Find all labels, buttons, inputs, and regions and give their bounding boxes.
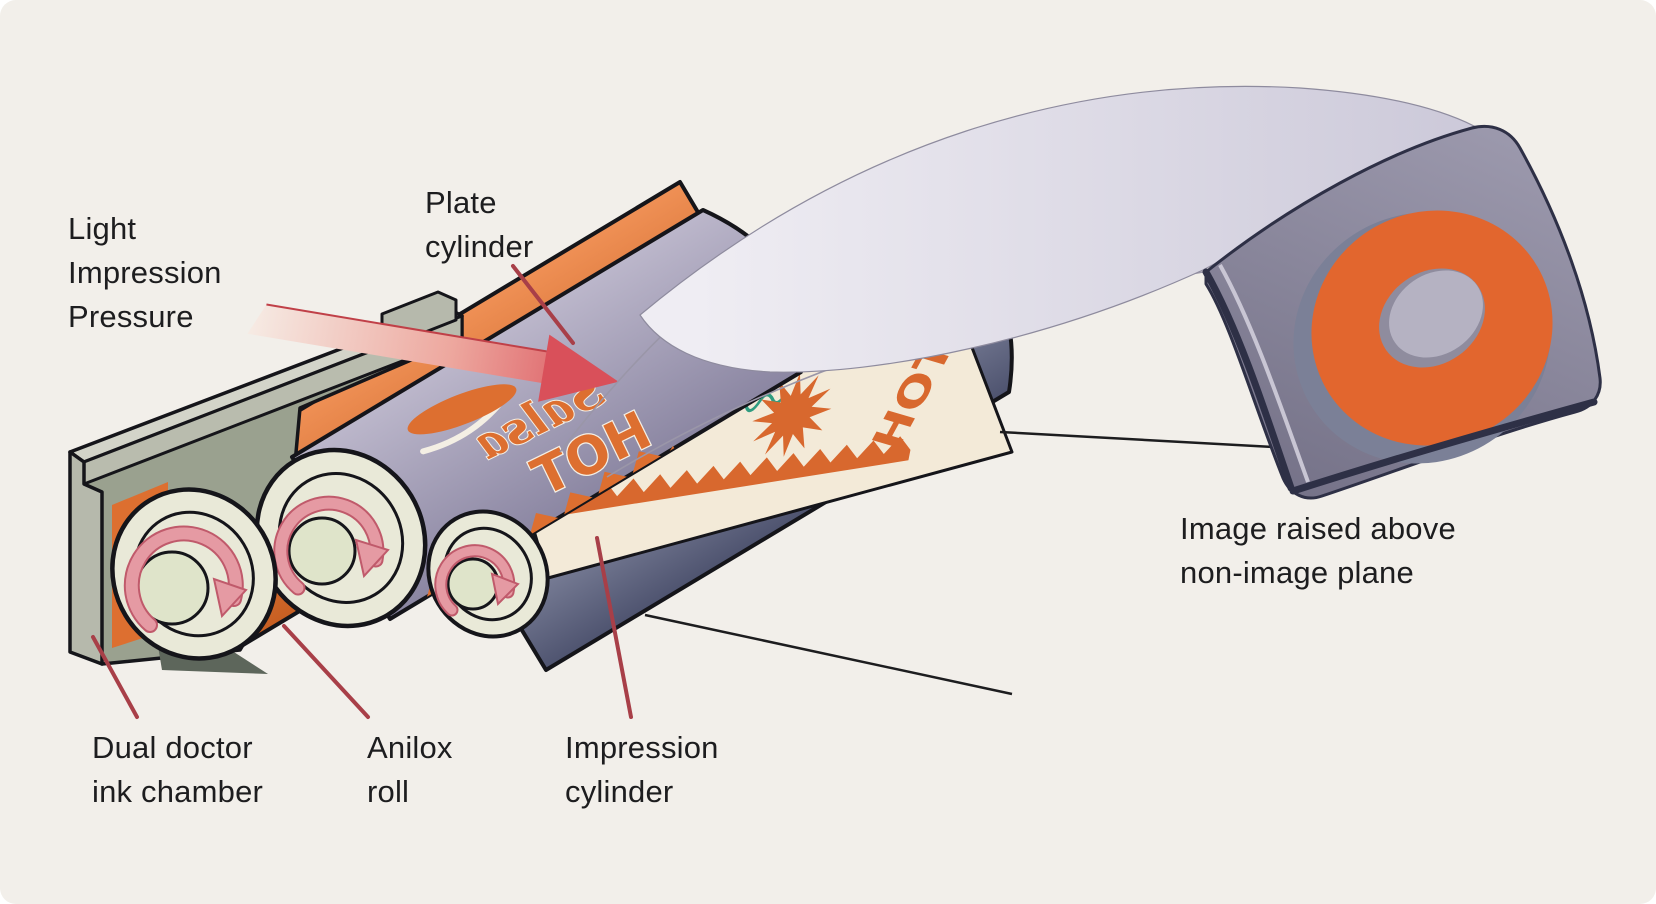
anilox-roll-hub [123,525,248,633]
label-line: Dual doctor [92,730,253,765]
label-line: Impression [565,730,719,765]
label-line: Image raised above [1180,511,1456,546]
label-light-impression-pressure: Light Impression Pressure [68,207,222,339]
fragment-left-thickness-dark [1202,268,1295,492]
package-sunburst [752,373,832,457]
label-line: Pressure [68,299,194,334]
leader-impression [595,536,633,719]
plate-chili-pepper [407,384,517,435]
pressure-arrow [247,303,619,402]
label-line: ink chamber [92,774,264,809]
leader-anilox [282,624,370,719]
label-line: non-image plane [1180,555,1414,590]
chamber-left-cap [68,450,104,666]
leader-dual-doctor [91,635,139,719]
label-line: Impression [68,255,222,290]
label-line: Anilox [367,730,453,765]
label-line: cylinder [425,229,534,264]
magnifier-ribbon [639,85,1476,373]
fragment-left-thickness-light [1218,264,1310,483]
label-dual-doctor-ink-chamber: Dual doctor ink chamber [92,726,263,814]
plate-fragment [1202,124,1602,500]
label-line: Light [68,211,137,246]
impression-cylinder-hub [434,544,520,617]
label-image-raised-above: Image raised above non-image plane [1180,507,1456,595]
label-plate-cylinder: Plate cylinder [425,181,533,269]
label-anilox-roll: Anilox roll [367,726,453,814]
leader-lines [91,264,633,719]
fragment-o-counter [1389,270,1483,358]
label-line: roll [367,774,410,809]
label-line: Plate [425,185,497,220]
web-exit-top-edge [999,430,1311,451]
label-line: cylinder [565,774,674,809]
leader-plate-cylinder [511,264,575,345]
fragment-bottom-edge [1289,398,1598,495]
plate-cylinder-hub [273,495,390,596]
web-exit-bottom-edge [644,613,1013,696]
label-impression-cylinder: Impression cylinder [565,726,719,814]
